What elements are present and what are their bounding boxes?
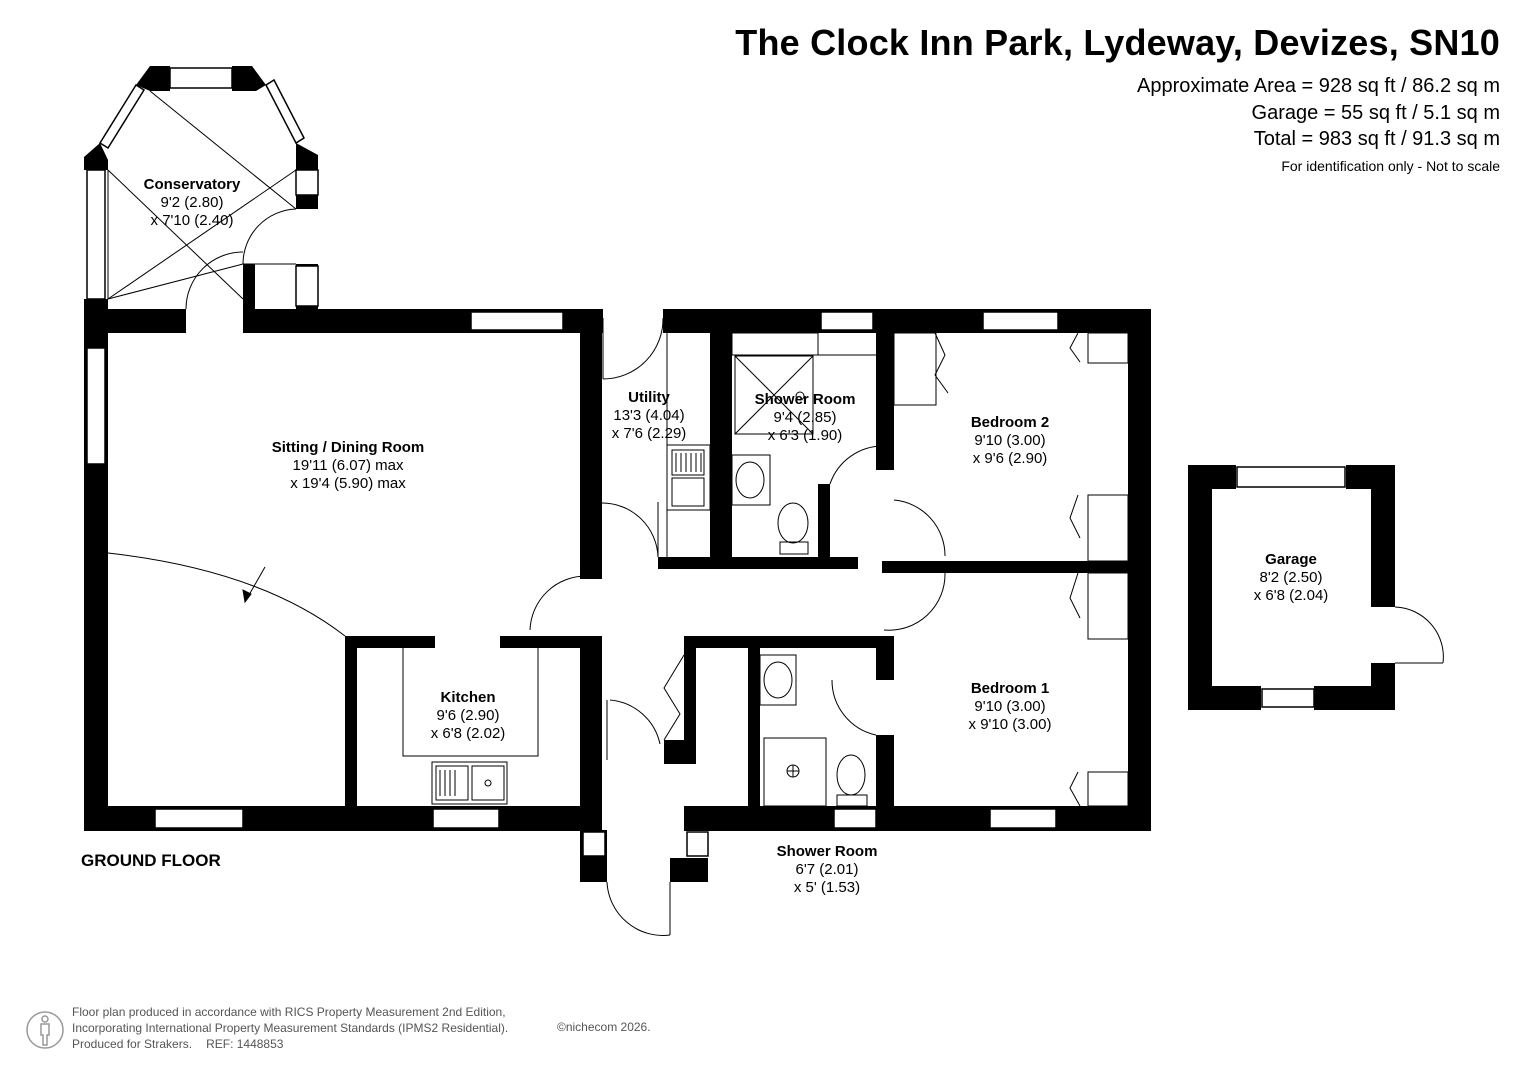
room-label-kitchen: Kitchen 9'6 (2.90) x 6'8 (2.02) [430, 689, 506, 742]
page-title: The Clock Inn Park, Lydeway, Devizes, SN… [735, 22, 1500, 63]
footer-line-2: Incorporating International Property Mea… [72, 1021, 509, 1035]
total-area-text: Total = 983 sq ft / 91.3 sq m [1253, 128, 1500, 150]
room-label-garage: Garage 8'2 (2.50) x 6'8 (2.04) [1253, 551, 1329, 604]
footer-notes: Floor plan produced in accordance with R… [72, 1004, 508, 1052]
person-scale-icon [26, 1011, 64, 1049]
floor-label: GROUND FLOOR [81, 851, 221, 870]
room-label-bedroom-1: Bedroom 1 9'10 (3.00) x 9'10 (3.00) [968, 680, 1052, 733]
conservatory-lines [107, 90, 297, 310]
approx-area-text: Approximate Area = 928 sq ft / 86.2 sq m [1137, 75, 1500, 97]
footer-ref: REF: 1448853 [206, 1037, 284, 1051]
room-label-shower-room-1: Shower Room 9'4 (2.85) x 6'3 (1.90) [754, 391, 856, 444]
room-label-conservatory: Conservatory 9'2 (2.80) x 7'10 (2.40) [143, 176, 241, 229]
windows [86, 67, 1346, 857]
garage-area-text: Garage = 55 sq ft / 5.1 sq m [1251, 102, 1500, 124]
scale-note: For identification only - Not to scale [1281, 158, 1500, 174]
footer-line-3: Produced for Strakers. [72, 1037, 193, 1051]
room-label-sitting-dining: Sitting / Dining Room 19'11 (6.07) max x… [271, 439, 425, 492]
footer-line-1: Floor plan produced in accordance with R… [72, 1005, 506, 1019]
doors [107, 317, 1444, 936]
copyright-text: ©nichecom 2026. [557, 1020, 651, 1034]
room-label-utility: Utility 13'3 (4.04) x 7'6 (2.29) [611, 389, 687, 442]
room-label-shower-room-2: Shower Room 6'7 (2.01) x 5' (1.53) [776, 843, 878, 896]
fixtures [402, 332, 876, 807]
room-label-bedroom-2: Bedroom 2 9'10 (3.00) x 9'6 (2.90) [970, 414, 1050, 467]
